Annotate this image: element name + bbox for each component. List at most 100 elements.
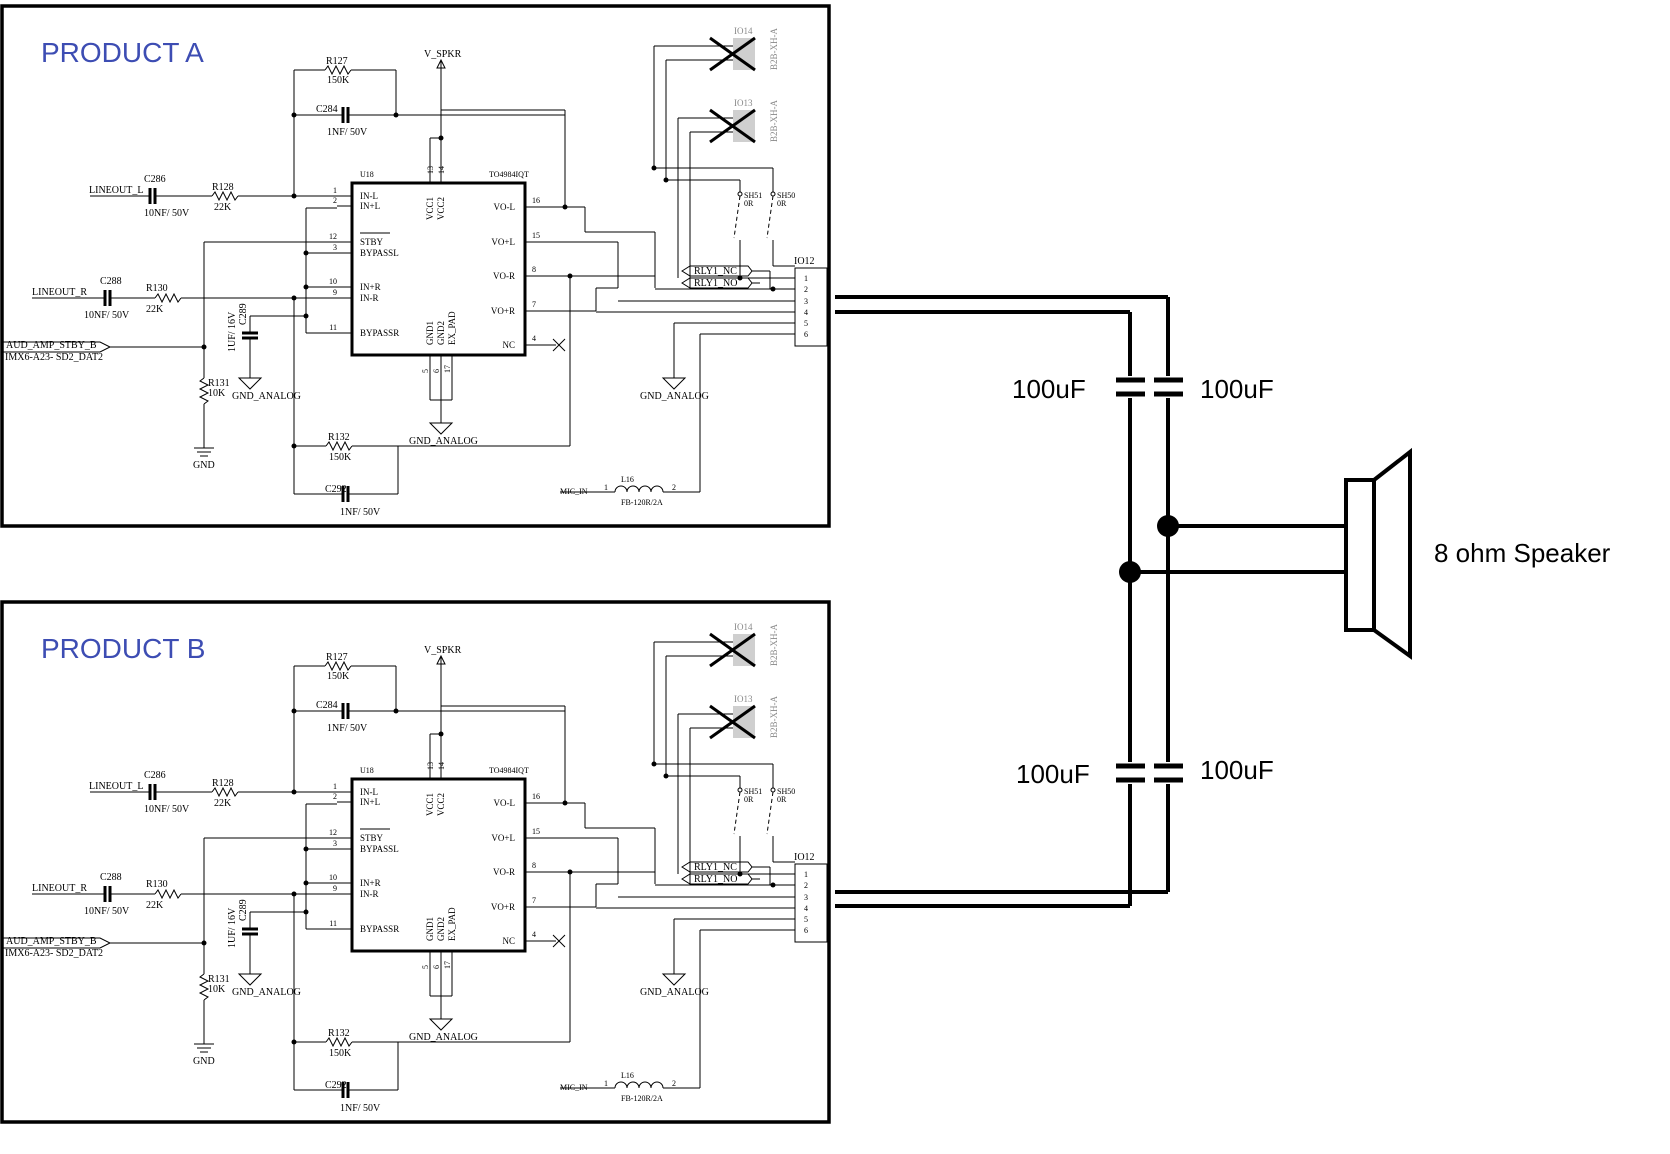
pin-number: 9: [333, 288, 337, 297]
value-r130: 22K: [146, 304, 164, 315]
connector-pin-number: 5: [804, 319, 808, 328]
inductor-l16: [614, 1081, 664, 1089]
pin-number: 8: [532, 265, 536, 274]
value-c284: 1NF/ 50V: [327, 127, 368, 138]
chip-pin-label: NC: [502, 340, 515, 350]
junction-dot: [303, 909, 309, 915]
chip-designator: U18: [360, 170, 374, 179]
cap-label-b-right: 100uF: [1200, 755, 1274, 785]
panel-frame: [0, 600, 831, 1124]
resistor-r130: [154, 889, 182, 899]
ground-symbol: [237, 377, 263, 390]
junction-dot: [291, 1039, 297, 1045]
pin-number: 1: [333, 782, 337, 791]
ground-symbol: [428, 1018, 454, 1031]
ground-symbol: [428, 422, 454, 435]
net-label-lineout-r: LINEOUT_R: [32, 883, 87, 894]
label-l16: L16: [621, 1071, 634, 1080]
cap-label-a-right: 100uF: [1200, 374, 1274, 404]
cap-label-b-left: 100uF: [1016, 759, 1090, 789]
panel-title: PRODUCT A: [41, 37, 204, 68]
resistor-r131: [199, 973, 209, 1001]
value-r128: 22K: [214, 202, 232, 213]
pin-number: 2: [672, 1079, 676, 1088]
connector-pin-number: 4: [804, 904, 808, 913]
resistor-r131: [199, 377, 209, 405]
connector-pin-number: 1: [804, 274, 808, 283]
chip-pin-label: VO+L: [491, 833, 515, 843]
label-gnd-analog: GND_ANALOG: [232, 987, 301, 998]
chip-pin-label: BYPASSL: [360, 248, 399, 258]
net-label-v-spkr: V_SPKR: [424, 645, 462, 656]
value-r127: 150K: [327, 75, 350, 86]
label-c284: C284: [316, 700, 338, 711]
pin-number: 11: [329, 323, 337, 332]
junction-dot: [291, 789, 297, 795]
connector-pin-number: 6: [804, 926, 808, 935]
ground-symbol: [661, 973, 687, 986]
label-c286: C286: [144, 770, 166, 781]
chip-pin-label: GND2: [436, 321, 446, 345]
header-io14: [733, 38, 755, 70]
capacitor-c289: [242, 331, 258, 340]
chip-pin-label: VO-R: [493, 867, 515, 877]
inductor-l16: [614, 485, 664, 493]
junction-dot: [303, 313, 309, 319]
connector-io12: [794, 863, 828, 943]
label-r128: R128: [212, 182, 234, 193]
speaker-label: 8 ohm Speaker: [1434, 538, 1611, 568]
net-label-imx6: IMX6-A23- SD2_DAT2: [5, 948, 103, 959]
chip-pin-label: VO-L: [494, 202, 516, 212]
capacitor-c284: [341, 703, 350, 719]
value-r132: 150K: [329, 1048, 352, 1059]
label-b2b: B2B-XH-A: [769, 100, 779, 142]
value-l16: FB-120R/2A: [621, 1094, 663, 1103]
ground-symbol: [237, 973, 263, 986]
capacitor-c284: [341, 107, 350, 123]
chip-pin-label: IN-L: [360, 191, 378, 201]
junction-dot: [770, 286, 776, 292]
label-gnd-analog-right: GND_ANALOG: [640, 391, 709, 402]
resistor-r130: [154, 293, 182, 303]
label-rly1-no: RLY1_NO: [694, 874, 737, 885]
pin-number: 3: [333, 839, 337, 848]
chip-pin-label: VO+L: [491, 237, 515, 247]
resistor-r132: [325, 1037, 353, 1047]
label-r130: R130: [146, 879, 168, 890]
net-label-imx6: IMX6-A23- SD2_DAT2: [5, 352, 103, 363]
net-port-icon: [1, 341, 112, 353]
label-r132: R132: [328, 432, 350, 443]
value-c286: 10NF/ 50V: [144, 804, 190, 815]
chip-pin-label: VO-R: [493, 271, 515, 281]
label-c292: C292: [325, 1080, 347, 1091]
junction-dot: [291, 891, 297, 897]
pin-number: 17: [443, 365, 452, 373]
chip-pin-label: BYPASSL: [360, 844, 399, 854]
label-io14: IO14: [734, 26, 753, 36]
connector-pin-number: 3: [804, 893, 808, 902]
pin-number: 11: [329, 919, 337, 928]
value-r132: 150K: [329, 452, 352, 463]
label-b2b: B2B-XH-A: [769, 624, 779, 666]
label-gnd: GND: [193, 460, 215, 471]
label-c289: C289: [238, 303, 249, 325]
pin-number: 16: [532, 792, 540, 801]
value-l16: FB-120R/2A: [621, 498, 663, 507]
connector-pin-number: 2: [804, 881, 808, 890]
junction-dot: [438, 731, 444, 737]
label-c288: C288: [100, 872, 122, 883]
connector-io12: [794, 267, 828, 347]
chip-pin-label: IN+L: [360, 797, 380, 807]
junction-dot: [291, 708, 297, 714]
value-c292: 1NF/ 50V: [340, 507, 381, 518]
label-rly1-nc: RLY1_NC: [694, 862, 737, 873]
pin-number: 10: [329, 873, 337, 882]
pin-number: 2: [672, 483, 676, 492]
label-c292: C292: [325, 484, 347, 495]
power-arrow-icon: [436, 58, 446, 69]
label-r132: R132: [328, 1028, 350, 1039]
chip-pin-label: VCC2: [436, 197, 446, 220]
label-rly1-nc: RLY1_NC: [694, 266, 737, 277]
value-r131: 10K: [208, 984, 226, 995]
